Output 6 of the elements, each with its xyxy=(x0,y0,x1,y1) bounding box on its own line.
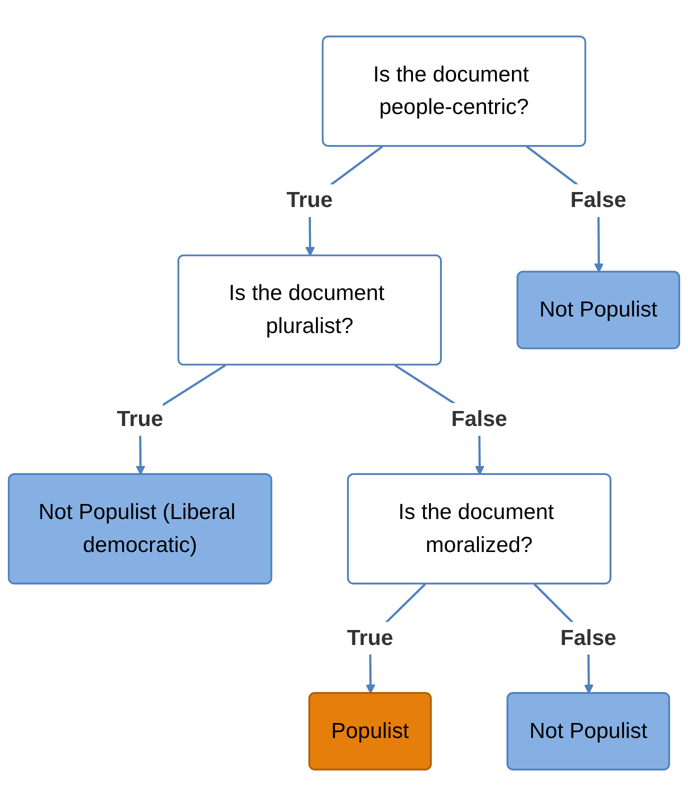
edge-label: False xyxy=(451,407,508,432)
edge-label: True xyxy=(346,626,394,650)
edge-label: False xyxy=(560,626,616,650)
edge-label: True xyxy=(116,407,164,432)
edge-label: True xyxy=(286,188,333,213)
edge-label: False xyxy=(570,188,626,213)
